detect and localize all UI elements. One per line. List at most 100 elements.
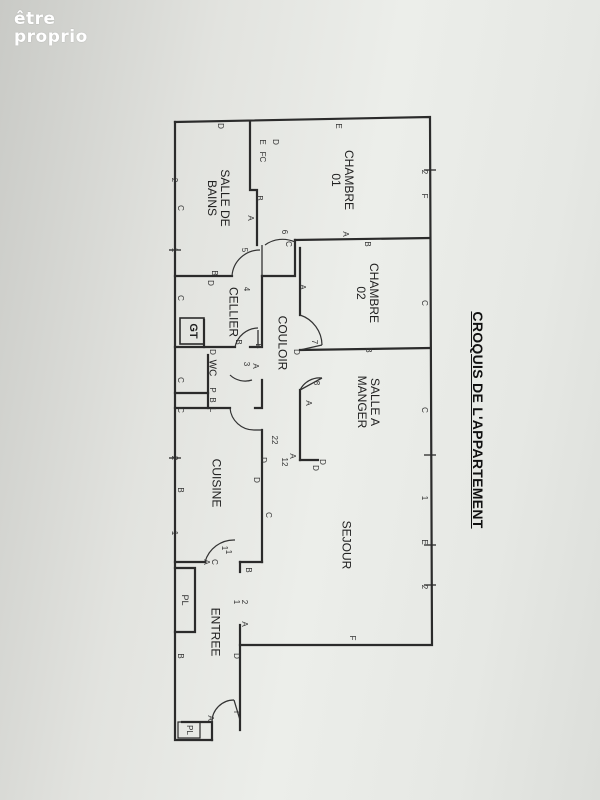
marker: 1	[170, 247, 179, 253]
gt-label: GT	[187, 323, 199, 339]
wall	[248, 274, 264, 349]
marker: D	[216, 123, 225, 129]
marker: A	[240, 621, 249, 627]
marker: A	[251, 363, 260, 369]
marker: P	[208, 387, 217, 393]
door-swing	[299, 314, 323, 346]
room-cellier: CELLIER	[226, 286, 241, 338]
marker: D	[252, 477, 261, 483]
marker: B	[364, 347, 373, 353]
wall	[248, 120, 259, 247]
marker: D	[232, 653, 241, 659]
marker: 1	[232, 599, 241, 605]
marker: C	[176, 377, 185, 383]
marker: F	[348, 635, 357, 641]
etreproprio-logo: être proprio	[14, 10, 88, 46]
marker: D	[311, 465, 320, 471]
marker: C	[210, 559, 219, 565]
room-entree: ENTREE	[208, 607, 223, 657]
marker: A	[206, 715, 215, 721]
marker: C	[420, 407, 429, 413]
marker: E	[420, 539, 429, 545]
door-swing	[229, 374, 253, 382]
door-swing	[264, 238, 296, 246]
marker: D	[292, 349, 301, 355]
marker: A	[298, 284, 307, 290]
wall	[293, 236, 432, 242]
marker: D	[318, 459, 327, 465]
marker: A	[288, 453, 297, 459]
gt-cabinet	[179, 317, 205, 345]
marker: A	[341, 231, 350, 237]
marker: B	[234, 339, 243, 345]
marker: C	[176, 205, 185, 211]
marker: F	[420, 193, 429, 199]
pl-label: PL	[180, 594, 190, 606]
marker: B	[254, 343, 263, 349]
marker: B	[244, 567, 253, 573]
marker: 22	[270, 435, 279, 445]
marker: A	[246, 215, 255, 221]
marker: B	[176, 487, 185, 493]
outer-wall	[173, 115, 434, 732]
plan-title: CROQUIS DE L'APPARTEMENT	[470, 311, 486, 529]
marker: 7	[310, 339, 319, 345]
marker: C	[264, 512, 273, 518]
door-swing	[234, 327, 259, 348]
marker: A	[304, 400, 313, 406]
room-cuisine: CUISINE	[209, 458, 224, 508]
marker: C	[284, 241, 293, 247]
pl-label: PL	[185, 725, 194, 735]
marker: 1	[224, 549, 233, 555]
door-swing	[204, 539, 236, 563]
marker: 2	[170, 455, 179, 461]
room-wc: WC	[206, 359, 218, 377]
door-leaf	[299, 344, 323, 351]
door-swing	[229, 407, 255, 431]
wall	[298, 346, 432, 352]
marker: 12	[280, 457, 289, 467]
marker: B	[255, 195, 264, 201]
marker: E	[334, 123, 343, 129]
marker: 3	[242, 361, 251, 367]
marker: 1	[420, 495, 429, 501]
door-swing	[211, 699, 235, 723]
marker: 2	[420, 169, 429, 175]
door-swing	[231, 249, 261, 277]
marker: 2	[240, 599, 249, 605]
door-leaf	[233, 699, 241, 721]
marker: 1	[170, 530, 179, 536]
marker: D	[206, 280, 215, 286]
logo-line-1: être	[14, 9, 56, 29]
marker: 5	[240, 247, 249, 253]
marker: C	[176, 407, 185, 413]
marker: D	[259, 457, 268, 463]
marker: B	[176, 653, 185, 659]
marker: D	[208, 349, 217, 355]
marker: D	[271, 139, 280, 145]
logo-line-2: proprio	[14, 27, 88, 47]
marker: FC	[258, 151, 267, 163]
marker: T	[232, 709, 241, 715]
marker: L	[208, 407, 217, 413]
wall	[173, 566, 197, 634]
marker: B	[208, 397, 217, 403]
door-leaf	[299, 377, 323, 391]
marker: C	[420, 300, 429, 306]
marker: 2	[420, 584, 429, 590]
marker: A	[202, 559, 211, 565]
wall	[260, 238, 297, 278]
marker: B	[363, 241, 372, 247]
marker: B	[210, 270, 219, 276]
wall	[253, 378, 264, 410]
marker: 4	[242, 286, 251, 292]
marker: C	[176, 295, 185, 301]
marker: 6	[280, 229, 289, 235]
room-couloir: COULOIR	[275, 315, 290, 371]
pl-cabinet	[177, 721, 201, 739]
marker: E	[258, 139, 267, 145]
